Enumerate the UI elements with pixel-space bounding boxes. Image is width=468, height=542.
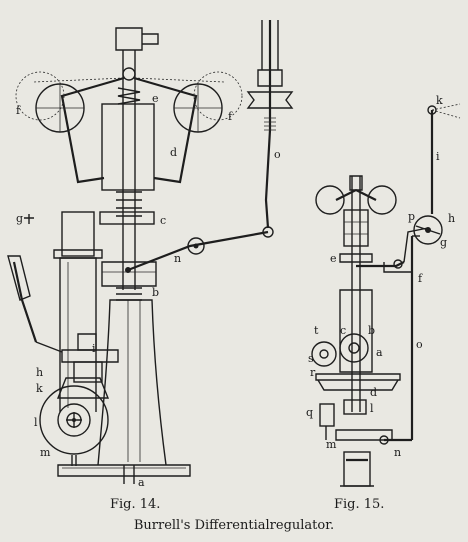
fig15-label-d: d <box>370 386 377 399</box>
fig14-label-i: i <box>92 342 96 355</box>
fig15-label-q: q <box>306 406 313 419</box>
diagram-caption: Burrell's Differentialregulator. <box>133 518 335 533</box>
fig15-spindle <box>351 176 361 412</box>
rod-o <box>264 20 272 229</box>
bevel-gear-k <box>56 377 110 399</box>
fig15-caption: Fig. 15. <box>334 497 385 512</box>
fig15-label-r: r <box>310 366 316 379</box>
fig15-label-b: b <box>368 324 375 337</box>
fig15-label-f: f <box>418 272 423 285</box>
fig15-label-a: a <box>376 346 383 359</box>
fig15-label-e: e <box>330 252 337 265</box>
fig14-label-a: a <box>138 476 145 489</box>
fig14-label-n: n <box>174 252 181 265</box>
fig15-base <box>343 451 371 487</box>
figure-15-drawing: k i p h g e f t c b s r a d q l m n o <box>306 94 461 487</box>
governor-arm-left <box>60 76 125 184</box>
fig15-label-k: k <box>436 94 443 107</box>
fig14-label-c: c <box>160 214 166 227</box>
fig15-sleeve <box>343 209 369 247</box>
fig14-label-g: g <box>16 212 23 225</box>
fig15-ball-left <box>315 185 345 215</box>
spindle-cap <box>115 27 143 51</box>
fig15-label-g: g <box>440 236 447 249</box>
governor-arm-right <box>133 76 198 184</box>
governor-sleeve <box>101 103 155 191</box>
fig15-label-h: h <box>448 212 455 225</box>
fig15-label-o: o <box>416 338 423 351</box>
fig15-label-t: t <box>314 324 319 337</box>
fig14-label-f-right: f <box>228 110 233 123</box>
fig15-label-c: c <box>340 324 346 337</box>
base-plate <box>57 464 191 477</box>
fig15-gear-c <box>339 333 369 363</box>
figure-14-drawing: e f f d g c n b i h k l m a o <box>7 20 294 489</box>
fig14-caption: Fig. 14. <box>110 497 161 512</box>
clutch-block <box>101 261 157 287</box>
link-bar-n <box>127 230 269 272</box>
lever-handle <box>12 261 38 343</box>
fig15-label-l: l <box>370 402 374 415</box>
fig15-label-s: s <box>308 352 314 365</box>
fig14-label-l: l <box>34 416 38 429</box>
fig15-pinion-q <box>319 403 335 427</box>
gear-c <box>99 211 155 225</box>
fig15-ball-right <box>367 185 397 215</box>
fig14-label-f-left: f <box>16 104 21 117</box>
main-spindle <box>122 50 136 290</box>
pinion-g <box>61 211 95 257</box>
fig14-label-k: k <box>36 382 43 395</box>
pedestal-column <box>97 299 167 466</box>
spring <box>117 87 141 105</box>
fig14-label-o: o <box>274 148 281 161</box>
fig14-label-m: m <box>40 446 51 459</box>
fig14-label-e: e <box>152 92 159 105</box>
fig14-label-h: h <box>36 366 43 379</box>
bevel-gear-l <box>39 385 109 455</box>
fig15-label-p: p <box>408 210 415 223</box>
fig14-label-b: b <box>152 286 159 299</box>
fig15-label-m: m <box>326 438 337 451</box>
fig15-label-i: i <box>436 150 440 163</box>
fig15-label-n: n <box>394 446 401 459</box>
fig15-gear-t <box>311 341 337 367</box>
fig14-label-d: d <box>170 146 177 159</box>
